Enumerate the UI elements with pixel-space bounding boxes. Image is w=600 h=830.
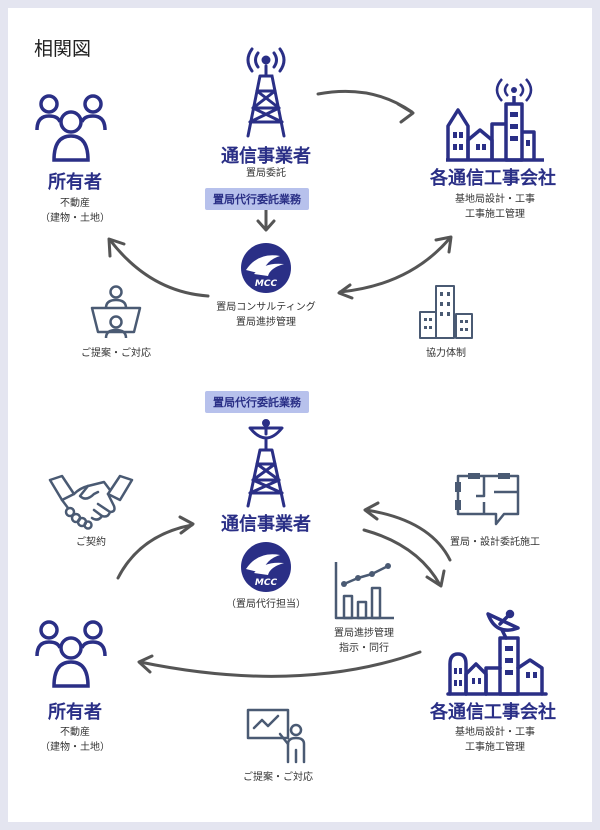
mcc-logo-text: MCC [255, 279, 278, 289]
contractors-sub: 基地局設計・工事 工事施工管理 [430, 192, 560, 222]
city-dish-icon [446, 609, 548, 696]
design-label: 置局・設計委託施工 [450, 537, 540, 548]
carrier-sub: 置局委託 [246, 168, 286, 179]
dish-tower-icon [246, 419, 286, 508]
people-icon [35, 94, 107, 162]
progress-label-2: 指示・同行 [339, 643, 389, 654]
floor-plan-icon [455, 473, 520, 526]
owner-sub-bottom: 不動産 （建物・土地） [25, 725, 125, 755]
carrier-name-bottom: 通信事業者 [221, 514, 311, 535]
arrow-carrier-to-contractors-bottom [362, 528, 442, 587]
arrow-owner-to-carrier [116, 523, 194, 580]
city-antenna-icon [446, 78, 544, 162]
arrow-mcc-contractors [338, 236, 452, 294]
presentation-icon [246, 708, 306, 764]
mcc-logo-text-bottom: MCC [255, 578, 278, 588]
buildings-icon [419, 285, 473, 339]
mcc-logo-icon-bottom: MCC [241, 542, 291, 592]
owner-name-bottom: 所有者 [48, 702, 102, 723]
antenna-tower-icon [246, 47, 286, 138]
diagram-card [8, 8, 592, 822]
meeting-icon [90, 285, 142, 339]
contractors-sub-bottom-2: 工事施工管理 [465, 742, 525, 753]
outsourcing-badge: 置局代行委託業務 [205, 188, 309, 210]
people-icon-bottom [35, 620, 107, 688]
bar-chart-icon [334, 562, 394, 620]
page-title: 相関図 [34, 38, 92, 60]
contract-label: ご契約 [76, 537, 106, 548]
contractors-sub-1: 基地局設計・工事 [455, 194, 535, 205]
progress-label: 置局進捗管理 指示・同行 [314, 626, 414, 656]
outsourcing-badge-bottom: 置局代行委託業務 [205, 391, 309, 413]
mcc-sub: 置局コンサルティング 置局進捗管理 [196, 300, 336, 330]
mcc-sub-bottom: （置局代行担当） [226, 599, 306, 610]
handshake-icon [48, 474, 134, 530]
progress-label-1: 置局進捗管理 [334, 628, 394, 639]
contractors-name-bottom: 各通信工事会社 [430, 702, 556, 723]
contractors-sub-bottom: 基地局設計・工事 工事施工管理 [430, 725, 560, 755]
proposal-label-top: ご提案・ご対応 [81, 348, 151, 359]
proposal-label-bottom: ご提案・ご対応 [243, 772, 313, 783]
owner-sub: 不動産 （建物・土地） [25, 196, 125, 226]
mcc-logo-icon: MCC [241, 243, 291, 293]
owner-sub-bottom-1: 不動産 [60, 727, 90, 738]
contractors-sub-2: 工事施工管理 [465, 209, 525, 220]
owner-sub-1: 不動産 [60, 198, 90, 209]
arrow-carrier-to-contractors [316, 89, 414, 114]
arrow-contractors-to-carrier [364, 508, 452, 562]
carrier-name: 通信事業者 [221, 146, 311, 167]
mcc-sub-1: 置局コンサルティング [216, 302, 316, 313]
owner-name: 所有者 [48, 172, 102, 193]
arrow-mcc-to-owner [108, 238, 210, 298]
cooperation-label: 協力体制 [426, 348, 466, 359]
contractors-name: 各通信工事会社 [430, 168, 556, 189]
owner-sub-2: （建物・土地） [40, 213, 110, 224]
contractors-sub-bottom-1: 基地局設計・工事 [455, 727, 535, 738]
mcc-sub-2: 置局進捗管理 [236, 317, 296, 328]
owner-sub-bottom-2: （建物・土地） [40, 742, 110, 753]
arrow-contractors-to-owner [138, 650, 422, 678]
